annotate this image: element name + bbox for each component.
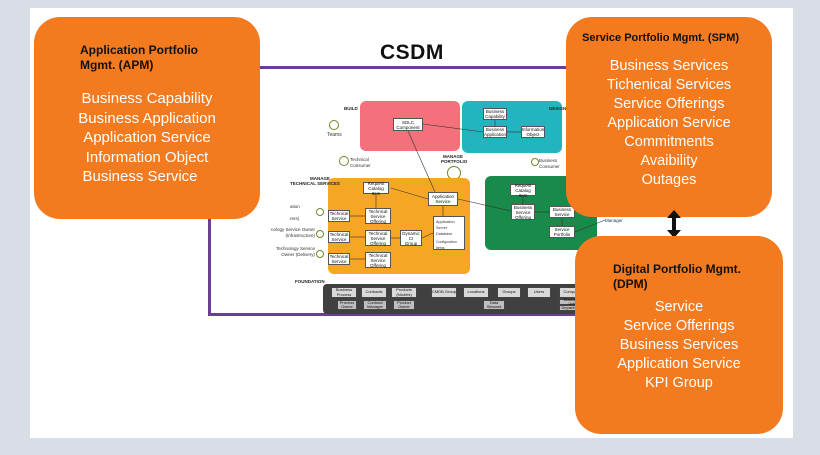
apm-card: Application Portfolio Mgmt. (APM) Busine…: [34, 17, 260, 219]
spm-item: Commitments: [624, 134, 714, 150]
apm-heading-2: Mgmt. (APM): [80, 58, 154, 72]
dpm-item: KPI Group: [645, 375, 713, 391]
spm-card: Service Portfolio Mgmt. (SPM) Business S…: [566, 17, 772, 217]
dpm-item: Service Offerings: [623, 318, 735, 334]
tech-offering-2: Technical Service Offering: [365, 230, 391, 246]
foundation-item-6: Groups: [497, 287, 521, 298]
business-service-box: Business Service: [549, 206, 575, 218]
technical-label-2: TECHNICAL SERVICES: [290, 181, 340, 186]
apm-item: Business Capability: [81, 90, 213, 107]
dpm-items: Service Service Offerings Business Servi…: [575, 298, 783, 393]
spm-items: Business Services Tichenical Services Se…: [566, 57, 772, 190]
service-portfolio-box: Service Portfolio: [549, 226, 575, 238]
dpm-item: Application Service: [617, 356, 741, 372]
diagram-title: CSDM: [380, 41, 444, 64]
foundation-sub-2: Contract Manager: [363, 300, 387, 310]
dpm-item: Business Services: [619, 337, 739, 353]
teams-icon: [329, 120, 339, 130]
apm-item: Information Object: [85, 148, 209, 166]
foundation-sub-4: Data Steward: [483, 300, 505, 310]
owner-icon-2: [316, 230, 324, 238]
owner-fragment-1: ation: [290, 204, 300, 209]
manage-portfolio-label-2: PORTFOLIO: [441, 159, 468, 164]
spm-item: Avaibility: [640, 153, 698, 169]
tech-service-2: Technical Service: [328, 231, 350, 243]
foundation-sub-1: Process Owner: [337, 300, 357, 310]
ci-stack: Application Server Database Configuratio…: [433, 216, 465, 250]
slide: CSDM BUILD SDLC Component Teams DESIGN B…: [30, 8, 793, 438]
spm-item: Application Service: [607, 115, 731, 131]
apm-item: Application Service: [83, 129, 211, 146]
foundation-item-1: Business Process: [331, 287, 357, 298]
manage-portfolio-label-1: MANAGE: [443, 154, 463, 159]
spm-item: Outages: [641, 172, 697, 188]
spm-item: Tichenical Services: [606, 77, 732, 93]
technical-consumer-icon: [339, 156, 349, 166]
tech-offering-1: Technical Service Offering: [365, 208, 391, 224]
owner-delivery: Technology Service Owner (Delivery): [275, 246, 315, 257]
design-zone: [462, 101, 562, 153]
foundation-item-4: CMDB Group: [431, 287, 457, 298]
foundation-item-7: Users: [527, 287, 551, 298]
dpm-heading-2: (DPM): [613, 277, 648, 291]
dynamic-ci-group: Dynamic CI Group: [400, 230, 422, 246]
spm-item: Service Offerings: [613, 96, 725, 112]
business-capability-box: Business Capability: [483, 108, 507, 120]
information-object-box: Information Object: [521, 126, 545, 138]
business-application-box: Business Application: [483, 126, 507, 138]
business-consumer-icon: [531, 158, 539, 166]
apm-items: Business Capability Business Application…: [34, 89, 260, 187]
technical-consumer-label: Technical Consumer: [350, 157, 371, 168]
dpm-item: Service: [654, 299, 704, 315]
manager-label: Manager: [605, 218, 623, 223]
teams-label: Teams: [327, 132, 342, 138]
spm-item: Business Services: [609, 58, 729, 74]
connector-lines: [350, 120, 606, 260]
foundation-bar: Business Process Contracts Products (Mod…: [323, 284, 613, 314]
business-service-offering: Business Service Offering: [511, 204, 535, 220]
foundation-item-2: Contracts: [361, 287, 387, 298]
tech-service-1: Technical Service: [328, 210, 350, 222]
request-catalog-item-sell: Request Catalog Item: [510, 183, 536, 198]
csdm-model: BUILD SDLC Component Teams DESIGN Busine…: [235, 96, 623, 314]
owner-fragment-2: rers): [290, 216, 300, 221]
owner-infrastructure: nology Service Owner (Infrastructure): [270, 227, 315, 238]
dpm-heading-1: Digital Portfolio Mgmt.: [613, 262, 741, 276]
foundation-label: FOUNDATION: [295, 279, 325, 284]
request-catalog-item-tech: Request Catalog Item: [363, 181, 389, 196]
sdlc-component: SDLC Component: [393, 118, 423, 131]
business-consumer-label: Business Consumer: [539, 158, 560, 169]
application-service-box: Application Service: [428, 192, 458, 206]
double-arrow-icon: [667, 210, 681, 238]
dpm-card: Digital Portfolio Mgmt. (DPM) Service Se…: [575, 236, 783, 434]
owner-icon-1: [316, 208, 324, 216]
foundation-item-5: Locations: [463, 287, 489, 298]
tech-offering-3: Technical Service Offering: [365, 252, 391, 268]
tech-service-3: Technical Service: [328, 253, 350, 265]
design-label: DESIGN: [549, 106, 567, 111]
spm-heading: Service Portfolio Mgmt. (SPM): [582, 32, 740, 44]
technical-label-1: MANAGE: [310, 176, 330, 181]
apm-heading-1: Application Portfolio: [80, 43, 198, 57]
foundation-item-3: Products (Models): [391, 287, 417, 298]
foundation-sub-3: Product Owner: [393, 300, 415, 310]
apm-item: Business Application: [78, 109, 216, 127]
owner-icon-3: [316, 250, 324, 258]
apm-item: Business Service: [82, 168, 198, 185]
build-label: BUILD: [344, 106, 358, 111]
